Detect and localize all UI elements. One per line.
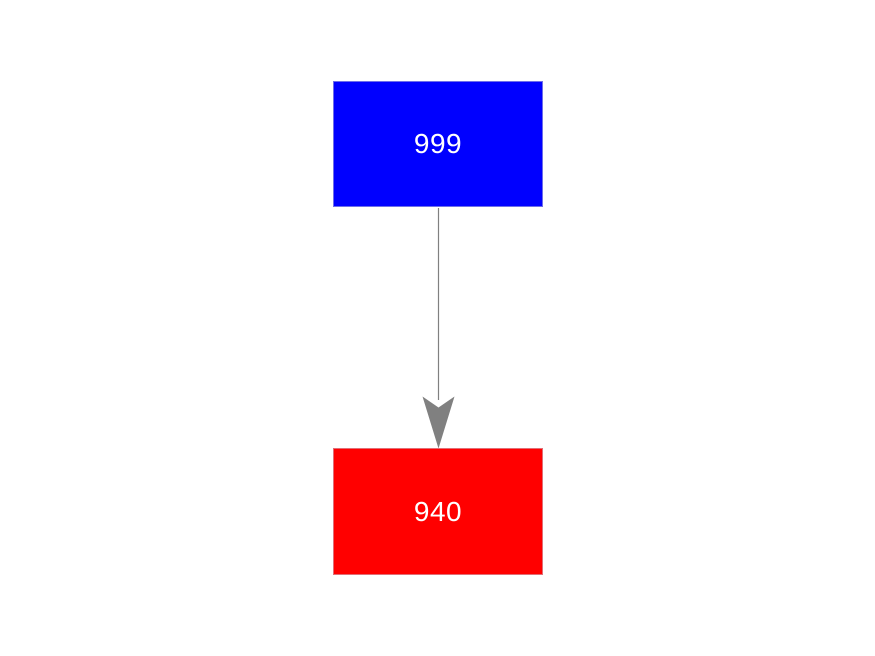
arrowhead-icon bbox=[422, 396, 455, 449]
node-label: 999 bbox=[413, 128, 463, 159]
graph-node-999[interactable]: 999 bbox=[333, 81, 543, 207]
node-label: 940 bbox=[413, 495, 463, 527]
edge-999-to-940 bbox=[422, 208, 455, 449]
graph-node-940[interactable]: 940 bbox=[333, 448, 543, 575]
